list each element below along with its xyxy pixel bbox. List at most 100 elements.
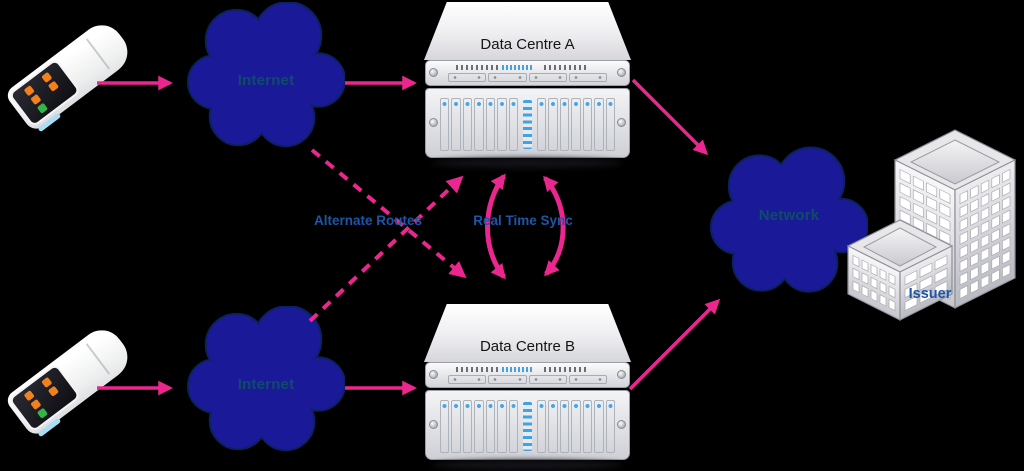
drive-bay [508, 98, 518, 151]
drive-bay [462, 98, 473, 151]
rack-bay [568, 375, 607, 384]
arrow-alternate-route-internet2-to-dca [308, 175, 464, 323]
internet-cloud-top: Internet [187, 2, 345, 157]
real-time-sync-label: Real Time Sync [473, 213, 573, 228]
rack-bay [528, 73, 567, 82]
drive-bay-group-right [537, 400, 615, 453]
window-grid [904, 254, 948, 312]
app-icon [47, 80, 59, 92]
internet-cloud-bottom: Internet [187, 306, 345, 461]
drive-bay [559, 400, 570, 453]
screw [617, 420, 626, 429]
cloud-shape [187, 2, 345, 148]
app-icon [37, 407, 49, 419]
rack-bay [568, 73, 607, 82]
drive-bay [571, 400, 581, 453]
internet-cloud-bottom-label: Internet [237, 376, 295, 393]
rack-bay [448, 375, 487, 384]
drive-bay [451, 400, 461, 453]
issuer-buildings [846, 129, 1017, 321]
drive-bay [594, 400, 604, 453]
payment-terminal-bottom [0, 321, 137, 445]
drive-bay [497, 98, 507, 151]
rack-bay [528, 375, 567, 384]
server-shadow [432, 158, 623, 168]
led-strip [502, 65, 532, 70]
drive-bay [582, 400, 593, 453]
screw [617, 370, 626, 379]
cloud-shape [710, 146, 868, 293]
vent-dots [456, 65, 500, 70]
drive-bay [548, 400, 558, 453]
server-shadow [432, 460, 623, 470]
data-centre-b: Data Centre B [424, 304, 631, 470]
app-icon [23, 389, 36, 402]
drive-bay [537, 400, 547, 453]
drive-bay [497, 400, 507, 453]
app-icon [30, 93, 42, 105]
drive-bay [440, 400, 450, 453]
screw [429, 420, 438, 429]
app-icon [54, 395, 65, 406]
data-centre-a-label: Data Centre A [480, 36, 575, 53]
drive-bay [485, 98, 496, 151]
app-icon [47, 385, 59, 397]
app-icon [54, 90, 65, 101]
rack-bay [448, 73, 487, 82]
drive-bay [474, 98, 484, 151]
alternate-routes-label: Alternate Routes [313, 213, 423, 228]
drive-bay [537, 98, 547, 151]
drive-bay [605, 400, 615, 453]
internet-cloud-top-label: Internet [237, 72, 295, 89]
drive-bay [474, 400, 484, 453]
data-centre-b-label: Data Centre B [479, 338, 576, 355]
drive-bay [605, 98, 615, 151]
app-icon [30, 398, 42, 410]
drive-array [425, 390, 630, 460]
server-top-panel [424, 2, 631, 60]
screw [429, 118, 438, 127]
server-rack-unit [425, 60, 630, 86]
app-icon [41, 72, 53, 84]
app-icon [41, 377, 53, 389]
drive-bay-group-right [537, 98, 615, 151]
window-grid [852, 254, 896, 312]
drive-array [425, 88, 630, 158]
rack-bays [448, 73, 607, 82]
server-rack-unit [425, 362, 630, 388]
payment-terminal-top [0, 16, 137, 140]
vent-dots [544, 65, 588, 70]
drive-bay [594, 98, 604, 151]
led-column [523, 100, 532, 149]
terminal-body [3, 16, 137, 134]
drive-bay-group-left [440, 98, 518, 151]
led-column [523, 402, 532, 451]
rack-bay [488, 375, 527, 384]
screw [429, 370, 438, 379]
data-centre-a: Data Centre A [424, 2, 631, 168]
screw [617, 68, 626, 77]
drive-bay [462, 400, 473, 453]
drive-bay [548, 98, 558, 151]
drive-bay [508, 400, 518, 453]
drive-bay [571, 98, 581, 151]
vent-dots [456, 367, 500, 372]
app-icon [23, 84, 36, 97]
terminal-body [3, 321, 137, 439]
drive-bay [559, 98, 570, 151]
rack-bays [448, 375, 607, 384]
rack-bay [488, 73, 527, 82]
cloud-shape [187, 306, 345, 452]
network-cloud-label: Network [758, 207, 820, 224]
network-cloud: Network [710, 145, 868, 305]
drive-bay [485, 400, 496, 453]
short-building [846, 219, 954, 321]
screw [429, 68, 438, 77]
vent-dots [544, 367, 588, 372]
arrow-dcb-to-network [628, 298, 721, 391]
arrow-dca-to-network [631, 78, 709, 156]
drive-bay [582, 98, 593, 151]
window-grid [959, 168, 1011, 300]
drive-bay [451, 98, 461, 151]
